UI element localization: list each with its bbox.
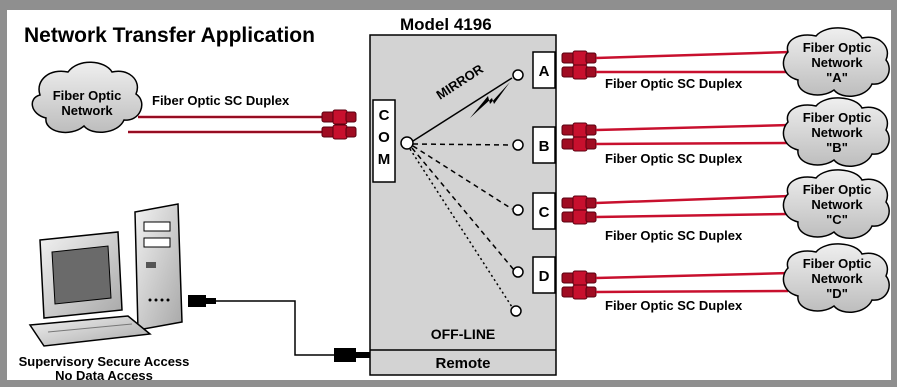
port-a-sc-connector-top	[561, 50, 597, 66]
diagram-title: Network Transfer Application	[24, 24, 315, 47]
port-a-contact	[512, 69, 524, 81]
source-cloud-line1: Fiber Optic	[53, 88, 122, 103]
port-d-box	[532, 256, 556, 294]
model-4196-unit	[369, 34, 557, 376]
com-label-o: O	[378, 129, 390, 146]
port-c-fiber-top	[595, 194, 791, 205]
switch-line-c	[412, 145, 513, 210]
remote-label: Remote	[435, 355, 490, 372]
port-d-link-label: Fiber Optic SC Duplex	[605, 298, 743, 313]
source-link-label: Fiber Optic SC Duplex	[152, 93, 290, 108]
port-a-box	[532, 51, 556, 89]
supervisory-line1: Supervisory Secure Access	[19, 354, 190, 369]
port-b-box	[532, 126, 556, 164]
source-sc-connector-top	[321, 109, 357, 125]
port-b-fiber-top	[595, 123, 791, 132]
port-a-letter: A	[539, 63, 550, 80]
serial-connector-left	[188, 295, 206, 307]
com-label-c: C	[379, 107, 390, 124]
port-c-letter: C	[539, 204, 550, 221]
network-a-line1: Fiber Optic	[803, 40, 872, 55]
network-b-cloud	[782, 97, 890, 167]
port-c-fiber-bottom	[595, 212, 789, 219]
com-port-box	[372, 99, 396, 183]
network-d-cloud	[782, 243, 890, 313]
switch-line-a	[412, 77, 513, 142]
com-switch-pivot	[400, 136, 414, 150]
source-sc-connector-bottom	[321, 124, 357, 140]
network-c-cloud	[782, 169, 890, 239]
port-b-sc-connector-bottom	[561, 136, 597, 152]
port-c-link-label: Fiber Optic SC Duplex	[605, 228, 743, 243]
source-cloud-line2: Network	[61, 103, 113, 118]
model-label: Model 4196	[400, 15, 492, 34]
port-d-sc-connector-top	[561, 270, 597, 286]
port-a-link-label: Fiber Optic SC Duplex	[605, 76, 743, 91]
port-d-letter: D	[539, 268, 550, 285]
network-a-line3: "A"	[826, 70, 848, 85]
network-d-line1: Fiber Optic	[803, 256, 872, 271]
port-d-contact	[512, 266, 524, 278]
offline-contact	[510, 305, 522, 317]
source-network-cloud	[31, 61, 143, 134]
switch-line-b	[412, 143, 513, 146]
port-d-sc-connector-bottom	[561, 284, 597, 300]
port-b-sc-connector-top	[561, 122, 597, 138]
network-d-line3: "D"	[826, 286, 848, 301]
supervisory-line2: No Data Access	[55, 368, 153, 383]
port-c-contact	[512, 204, 524, 216]
network-d-line2: Network	[811, 271, 863, 286]
network-c-line1: Fiber Optic	[803, 182, 872, 197]
computer-icon	[28, 203, 183, 347]
port-c-box	[532, 192, 556, 230]
network-c-line2: Network	[811, 197, 863, 212]
network-b-line3: "B"	[826, 140, 848, 155]
port-b-link-label: Fiber Optic SC Duplex	[605, 151, 743, 166]
port-c-sc-connector-top	[561, 195, 597, 211]
port-d-fiber-top	[595, 271, 791, 280]
port-a-sc-connector-bottom	[561, 64, 597, 80]
network-a-line2: Network	[811, 55, 863, 70]
network-b-line2: Network	[811, 125, 863, 140]
serial-connector-right	[334, 348, 356, 362]
port-a-fiber-top	[595, 50, 791, 60]
port-b-contact	[512, 139, 524, 151]
port-d-fiber-bottom	[595, 289, 789, 294]
remote-cable	[216, 300, 334, 356]
switch-line-offline	[409, 148, 513, 308]
network-a-cloud	[782, 27, 890, 97]
port-c-sc-connector-bottom	[561, 209, 597, 225]
network-b-line1: Fiber Optic	[803, 110, 872, 125]
offline-label: OFF-LINE	[431, 326, 496, 342]
network-c-line3: "C"	[826, 212, 848, 227]
com-label-m: M	[378, 151, 391, 168]
port-b-fiber-bottom	[595, 141, 789, 146]
port-b-letter: B	[539, 138, 550, 155]
lightning-bolt-icon	[470, 82, 510, 118]
